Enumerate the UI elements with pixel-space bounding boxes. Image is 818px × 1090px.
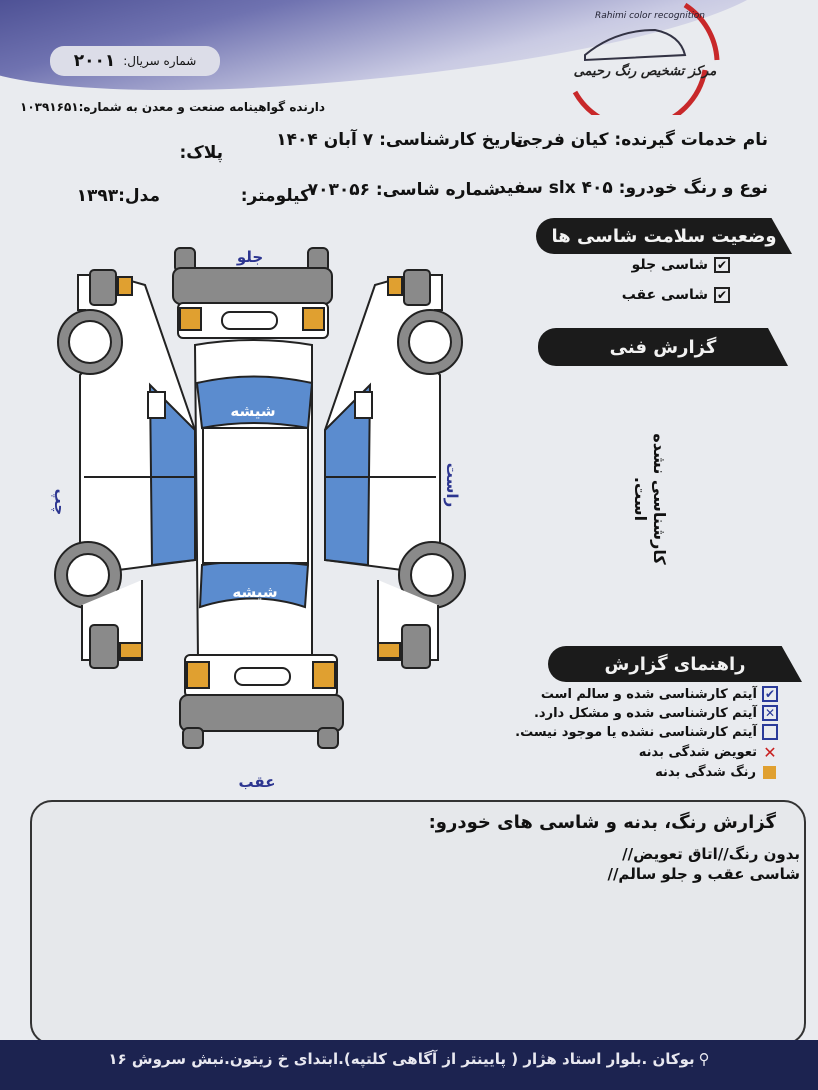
- left-mirror: [147, 391, 166, 419]
- guide-item: آیتم کارشناسی نشده یا موجود نیست.: [515, 724, 778, 740]
- empty-box-icon: [762, 724, 778, 740]
- rear-plate: [234, 667, 291, 686]
- chassis-front-label: شاسی جلو: [631, 257, 708, 273]
- left-door-glass: [148, 382, 196, 567]
- right-mirror: [354, 391, 373, 419]
- orange-square-icon: [763, 766, 776, 779]
- check-box-icon: ✔: [762, 686, 778, 702]
- serial-number: شماره سریال: ۲۰۰۱: [50, 46, 220, 76]
- left-front-lamp: [89, 269, 117, 306]
- rear-right-tyre: [317, 727, 339, 749]
- rear-glass-label: شیشه: [232, 583, 277, 601]
- technical-note: کارشناسی نشده است.: [631, 433, 669, 565]
- body-report-box: [30, 800, 806, 1045]
- rear-left-light: [186, 661, 210, 689]
- rear-left-tyre: [182, 727, 204, 749]
- chassis-rear-label: شاسی عقب: [621, 287, 708, 303]
- right-label: راست: [443, 463, 461, 507]
- red-x-icon: ✕: [763, 743, 777, 762]
- check-box-icon: ✔: [714, 257, 730, 273]
- logo-text-fa: مرکز تشخیص رنگ رحیمی: [574, 62, 717, 79]
- guide-item: ✕ تعویض شدگی بدنه: [515, 743, 778, 762]
- guide-label: آیتم کارشناسی شده و سالم است: [540, 686, 757, 702]
- logo-text-en: Rahimi color recognition: [595, 11, 705, 21]
- front-left-light: [179, 307, 202, 331]
- body-report-line: شاسی عقب و جلو سالم//: [607, 865, 800, 883]
- windshield-label: شیشه: [230, 402, 275, 420]
- guide-label: تعویض شدگی بدنه: [638, 745, 757, 760]
- guide-item: ✕ آیتم کارشناسی شده و مشکل دارد.: [515, 705, 778, 721]
- front-bumper: [172, 267, 333, 305]
- left-label: چپ: [50, 489, 69, 516]
- plate-label: پلاک:: [179, 143, 224, 163]
- front-grille: [221, 311, 278, 330]
- guide-item: رنگ شدگی بدنه: [515, 765, 778, 780]
- location-pin-icon: ⚲: [698, 1050, 710, 1068]
- guide-banner: راهنمای گزارش: [548, 646, 802, 682]
- rear-label: عقب: [239, 773, 276, 791]
- right-rear-lamp: [401, 624, 431, 669]
- customer-name: نام خدمات گیرنده: کیان فرجی: [513, 130, 768, 150]
- x-box-icon: ✕: [762, 705, 778, 721]
- rear-right-light: [312, 661, 336, 689]
- chassis-status-banner: وضعیت سلامت شاسی ها: [536, 218, 792, 254]
- serial-value: ۲۰۰۱: [73, 51, 116, 71]
- model-year: مدل:۱۳۹۳: [76, 186, 160, 206]
- right-front-lamp: [403, 269, 431, 306]
- rear-bumper: [179, 694, 344, 732]
- check-box-icon: ✔: [714, 287, 730, 303]
- footer-address: بوکان .بلوار استاد هژار ( پایینتر از آگا…: [108, 1050, 695, 1068]
- guide-list: ✔ آیتم کارشناسی شده و سالم است ✕ آیتم کارش…: [515, 686, 778, 780]
- left-rear-indicator: [119, 642, 143, 659]
- inspection-date: تاریخ کارشناسی: ۷ آبان ۱۴۰۴: [276, 130, 523, 150]
- body-report-line: بدون رنگ//اتاق تعویض//: [622, 845, 800, 863]
- front-label: جلو: [236, 248, 263, 266]
- right-front-indicator: [387, 276, 403, 296]
- vehicle-type: نوع و رنگ خودرو: ۴۰۵ slx سفید: [497, 178, 768, 198]
- footer: ⚲ بوکان .بلوار استاد هژار ( پایینتر از آ…: [0, 1040, 818, 1090]
- right-rear-indicator: [377, 642, 401, 659]
- guide-item: ✔ آیتم کارشناسی شده و سالم است: [515, 686, 778, 702]
- chassis-rear-item: ✔ شاسی عقب: [622, 287, 730, 303]
- roof: [202, 427, 309, 564]
- front-right-light: [302, 307, 325, 331]
- logo: مرکز تشخیص رنگ رحیمی Rahimi color recogn…: [555, 0, 725, 131]
- body-report-title: گزارش رنگ، بدنه و شاسی های خودرو:: [428, 812, 776, 833]
- serial-label: شماره سریال:: [123, 54, 197, 68]
- chassis-front-item: ✔ شاسی جلو: [632, 257, 730, 273]
- guide-label: آیتم کارشناسی نشده یا موجود نیست.: [515, 724, 757, 740]
- left-front-indicator: [117, 276, 133, 296]
- car-diagram: جلو عقب شیشه شیشه راست چپ: [50, 247, 466, 791]
- chassis-number: شماره شاسی: ۷۰۳۰۵۶: [307, 180, 500, 200]
- guide-label: آیتم کارشناسی شده و مشکل دارد.: [533, 705, 757, 721]
- kilometer-label: کیلومتر:: [240, 186, 310, 206]
- left-rear-lamp: [89, 624, 119, 669]
- technical-report-banner: گزارش فنی: [538, 328, 788, 366]
- guide-label: رنگ شدگی بدنه: [655, 765, 756, 780]
- right-door-glass: [324, 382, 372, 567]
- certificate-number: دارنده گواهینامه صنعت و معدن به شماره:۱۰…: [20, 100, 326, 114]
